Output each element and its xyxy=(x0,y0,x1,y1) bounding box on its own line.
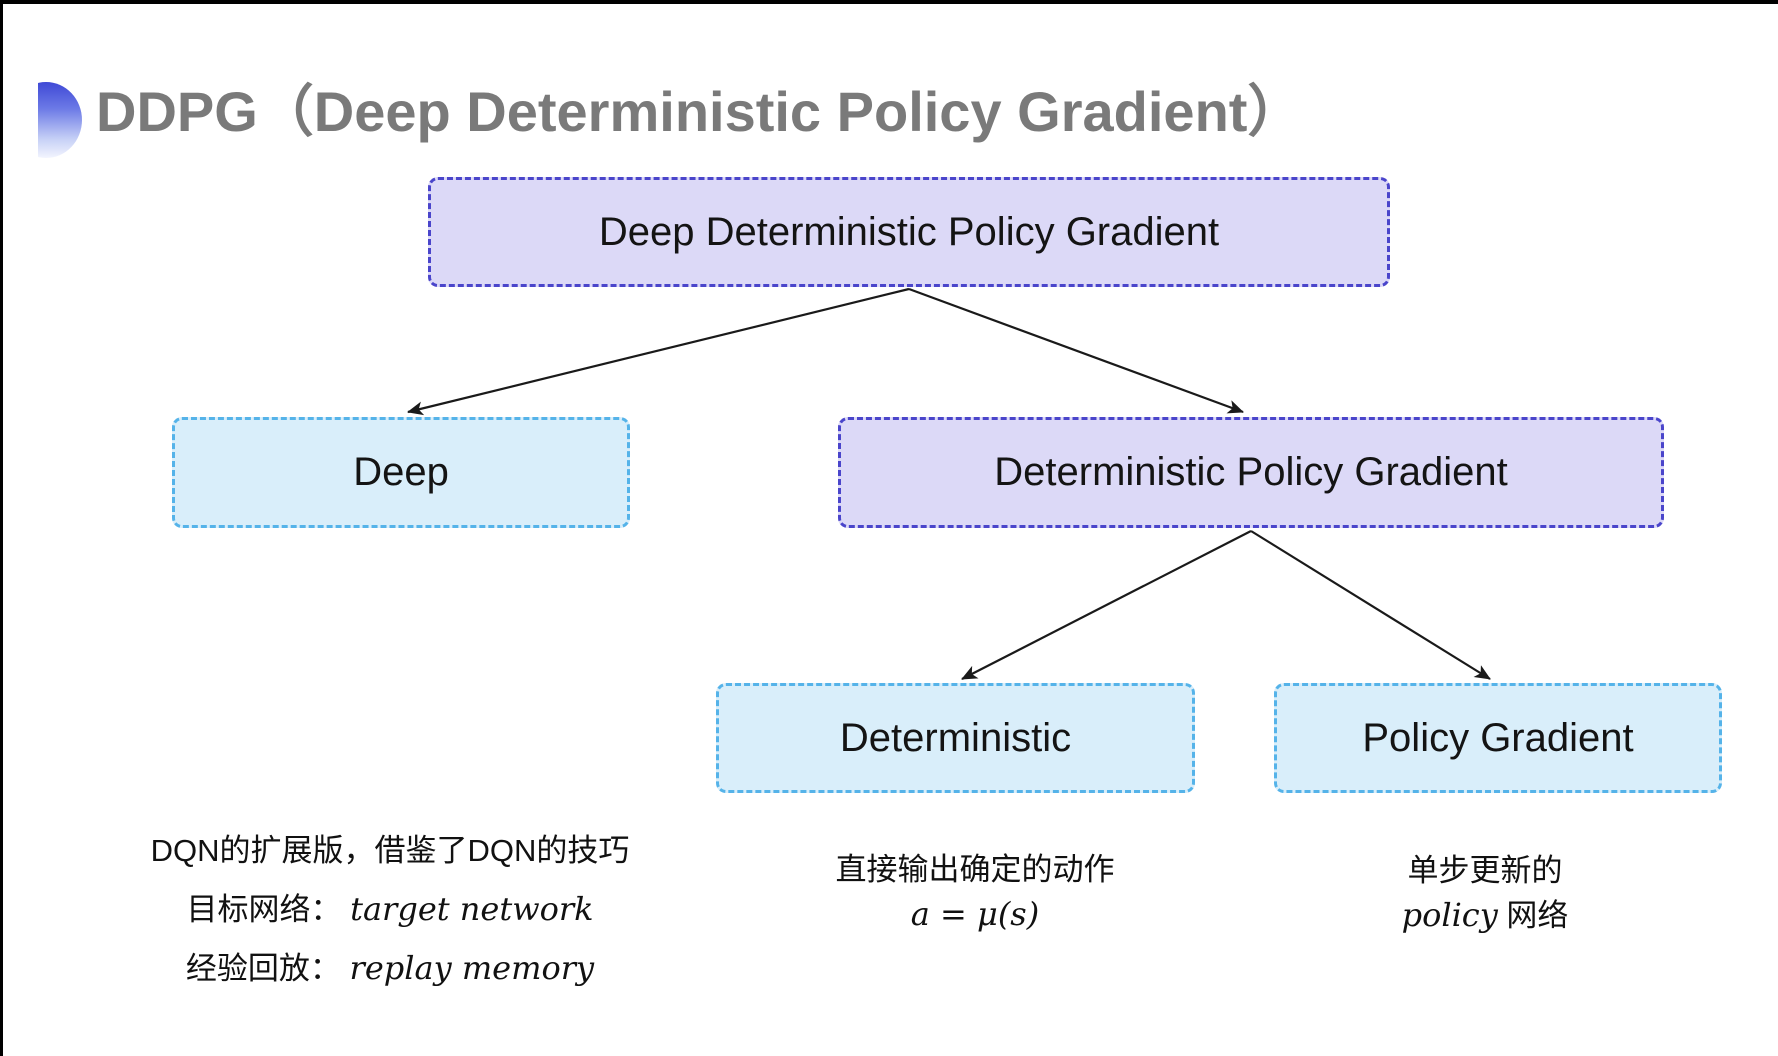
arrow-ddpg-to-dpg xyxy=(908,287,1244,414)
annotation-deep-line1: DQN的扩展版，借鉴了DQN的技巧 xyxy=(150,833,630,868)
title-bullet-icon xyxy=(38,82,82,158)
annotation-policy-gradient-line2: policy 网络 xyxy=(1401,896,1569,934)
arrow-dpg-to-policy-gradient xyxy=(1250,530,1491,680)
page-title: DDPG（Deep Deterministic Policy Gradient） xyxy=(96,80,1304,143)
node-deep: Deep xyxy=(172,417,630,528)
annotation-deep: DQN的扩展版，借鉴了DQN的技巧 目标网络： target network 经… xyxy=(90,822,690,998)
math-policy: policy xyxy=(1401,896,1498,934)
node-dpg: Deterministic Policy Gradient xyxy=(838,417,1664,528)
node-deterministic: Deterministic xyxy=(716,683,1195,793)
node-ddpg: Deep Deterministic Policy Gradient xyxy=(428,177,1390,287)
node-dpg-label: Deterministic Policy Gradient xyxy=(994,450,1508,494)
node-deterministic-label: Deterministic xyxy=(839,715,1072,760)
arrow-ddpg-to-deep xyxy=(407,287,910,416)
annotation-deep-line2: 目标网络： target network xyxy=(186,890,594,928)
node-ddpg-label: Deep Deterministic Policy Gradient xyxy=(598,209,1220,254)
annotation-policy-gradient: 单步更新的 policy 网络 xyxy=(1285,849,1685,938)
math-target-network: target network xyxy=(350,890,594,928)
annotation-deterministic-line2: a = μ(s) xyxy=(775,892,1175,937)
frame-left-border xyxy=(0,0,3,1056)
annotation-deterministic-line1: 直接输出确定的动作 xyxy=(835,852,1115,887)
frame-top-border xyxy=(0,0,1778,4)
node-deep-label: Deep xyxy=(353,450,449,494)
node-policy-gradient-label: Policy Gradient xyxy=(1362,715,1634,760)
node-policy-gradient: Policy Gradient xyxy=(1274,683,1722,793)
math-replay-memory: replay memory xyxy=(349,949,595,987)
arrow-dpg-to-deterministic xyxy=(961,530,1252,680)
annotation-deterministic: 直接输出确定的动作 a = μ(s) xyxy=(775,848,1175,937)
annotation-policy-gradient-line1: 单步更新的 xyxy=(1407,853,1563,888)
annotation-deep-line3: 经验回放： replay memory xyxy=(185,949,595,987)
math-a-mu-s: a = μ(s) xyxy=(910,895,1040,933)
